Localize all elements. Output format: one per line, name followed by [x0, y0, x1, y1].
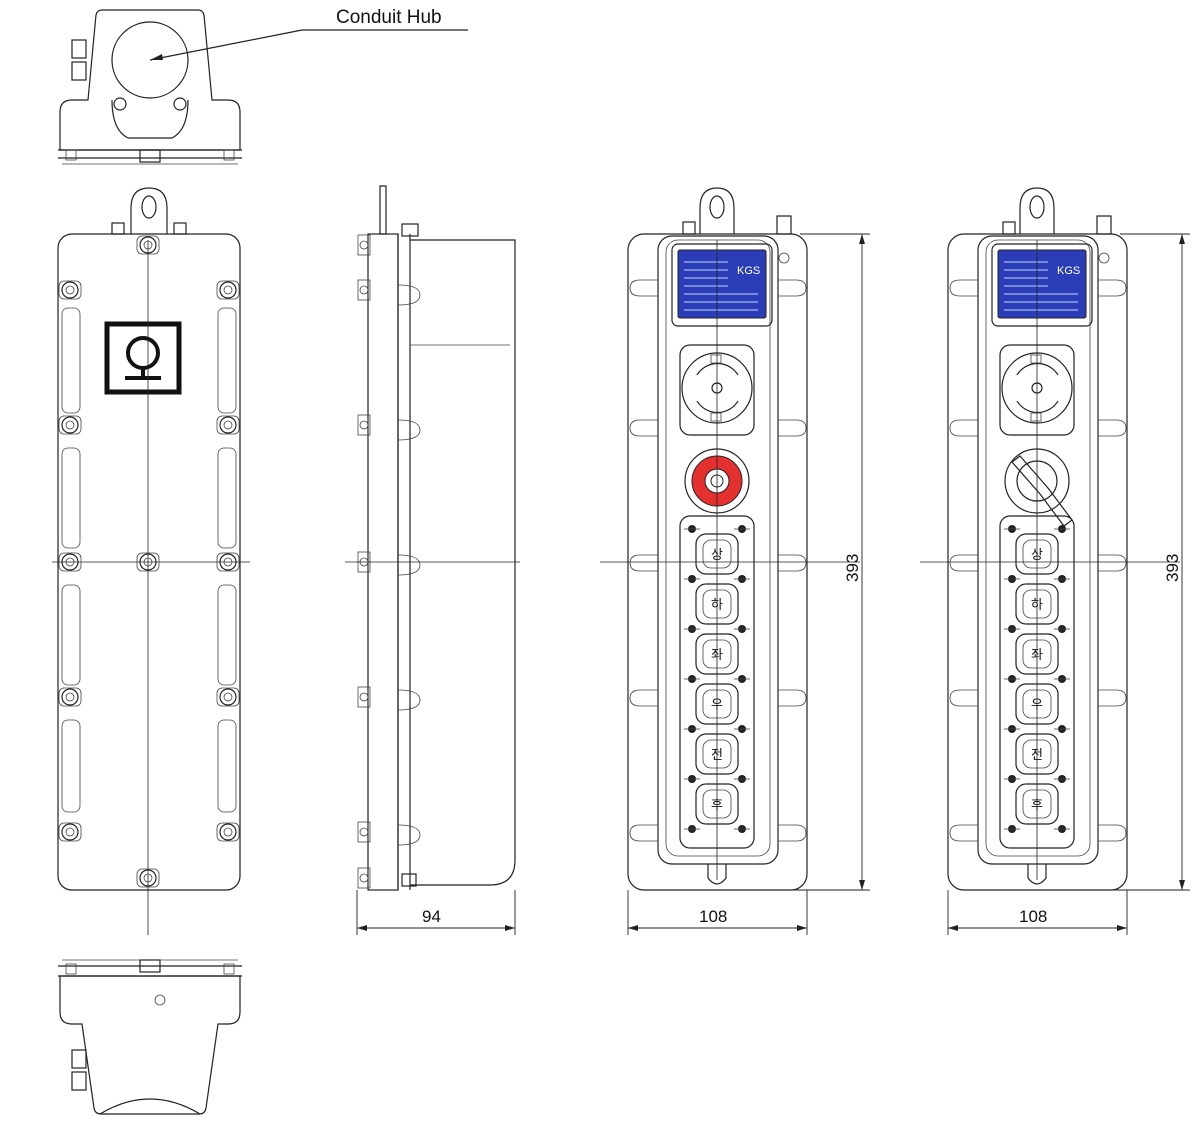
front-width-dimension-1: 108 — [699, 907, 727, 926]
bottom-view — [58, 959, 242, 1115]
bolt-icon — [58, 822, 82, 842]
ground-symbol-icon — [104, 321, 182, 395]
nameplate-logo: KGS — [1057, 265, 1080, 277]
conduit-hub — [111, 21, 189, 99]
bolt-icon — [216, 552, 240, 572]
bolt-icon — [58, 280, 82, 300]
bolt-group — [58, 235, 240, 888]
front-height-dimension-2: 393 — [1163, 554, 1182, 582]
key-switch-icon — [1004, 448, 1073, 527]
bolt-icon — [216, 415, 240, 435]
side-width-dimension: 94 — [422, 907, 441, 926]
bolt-icon — [216, 687, 240, 707]
bolt-icon — [58, 687, 82, 707]
side-view: 94 — [345, 185, 520, 935]
nameplate: KGS — [677, 249, 767, 319]
bolt-icon — [136, 235, 160, 255]
conduit-hub-label: Conduit Hub — [336, 7, 442, 28]
back-view — [52, 187, 250, 935]
bolt-icon — [58, 552, 82, 572]
bolt-icon — [216, 280, 240, 300]
nameplate: KGS — [997, 249, 1087, 319]
bolt-icon — [58, 415, 82, 435]
front-height-dimension-1: 393 — [843, 554, 862, 582]
bolt-icon — [136, 552, 160, 572]
bolt-icon — [136, 868, 160, 888]
front-width-dimension-2: 108 — [1019, 907, 1047, 926]
top-view: Conduit Hub — [58, 7, 468, 165]
nameplate-logo: KGS — [737, 265, 760, 277]
bolt-icon — [216, 822, 240, 842]
